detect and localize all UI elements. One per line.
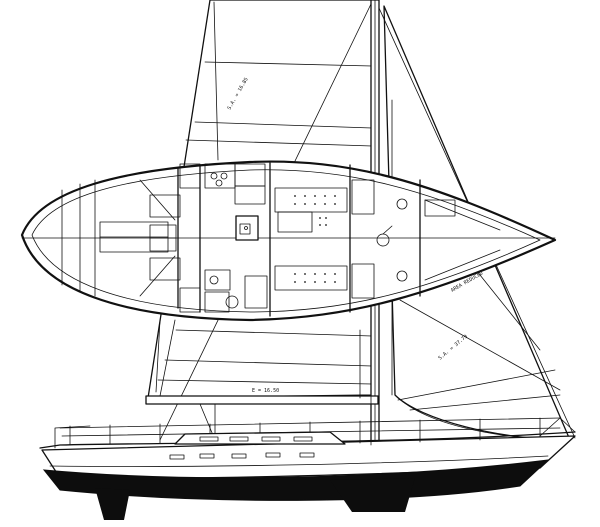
shrouds: [159, 319, 372, 446]
sail-area-main-label: S.A. = 16.85: [227, 77, 250, 111]
sail-area-genoa-label: S.A. = 37.79: [437, 334, 469, 362]
hull-profile: [39, 417, 576, 520]
accommodation-plan: [20, 160, 557, 322]
foot-dimension-label: E = 16.50: [252, 388, 279, 394]
